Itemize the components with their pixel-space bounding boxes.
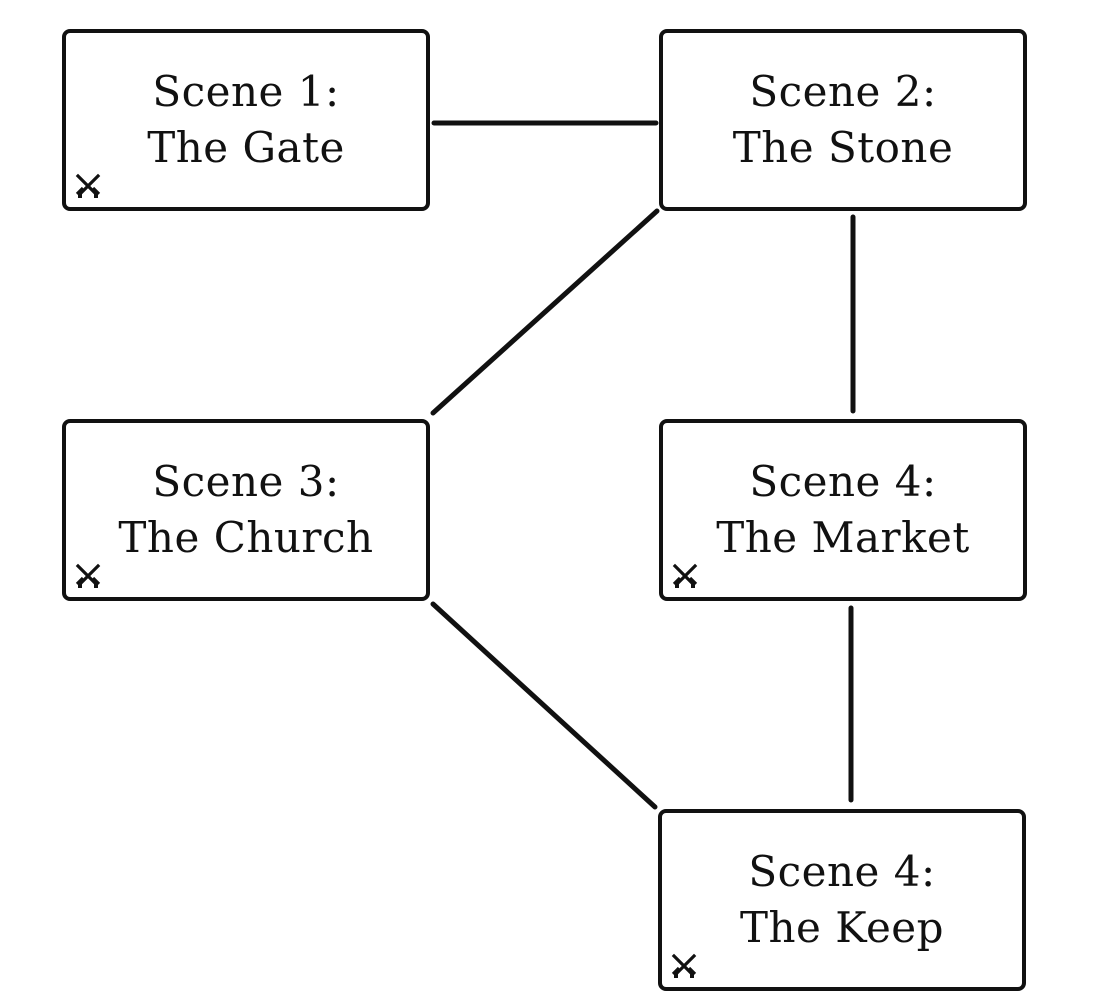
scene-node-keep: Scene 4: The Keep (658, 809, 1026, 991)
scene-node-stone: Scene 2: The Stone (659, 29, 1027, 211)
crossed-swords-icon (670, 952, 698, 980)
scene-number-label: Scene 1: (152, 67, 340, 116)
scene-title-stone: Scene 2: The Stone (663, 64, 1023, 176)
scene-title-church: Scene 3: The Church (66, 454, 426, 566)
scene-number-label: Scene 2: (749, 67, 937, 116)
scene-node-church: Scene 3: The Church (62, 419, 430, 601)
scene-title-market: Scene 4: The Market (663, 454, 1023, 566)
scene-number-label: Scene 4: (749, 457, 937, 506)
scene-node-market: Scene 4: The Market (659, 419, 1027, 601)
crossed-swords-icon (74, 172, 102, 200)
scene-number-label: Scene 3: (152, 457, 340, 506)
scene-node-gate: Scene 1: The Gate (62, 29, 430, 211)
scene-title-gate: Scene 1: The Gate (66, 64, 426, 176)
crossed-swords-icon (74, 562, 102, 590)
connector-church-keep (430, 601, 658, 810)
scene-title-keep: Scene 4: The Keep (662, 844, 1022, 956)
scene-number-label: Scene 4: (748, 847, 936, 896)
scene-name-label: The Stone (732, 123, 954, 172)
scene-name-label: The Market (716, 513, 970, 562)
connector-stone-church (430, 208, 660, 416)
scene-name-label: The Church (118, 513, 374, 562)
scene-name-label: The Gate (147, 123, 345, 172)
crossed-swords-icon (671, 562, 699, 590)
scene-name-label: The Keep (739, 903, 945, 952)
